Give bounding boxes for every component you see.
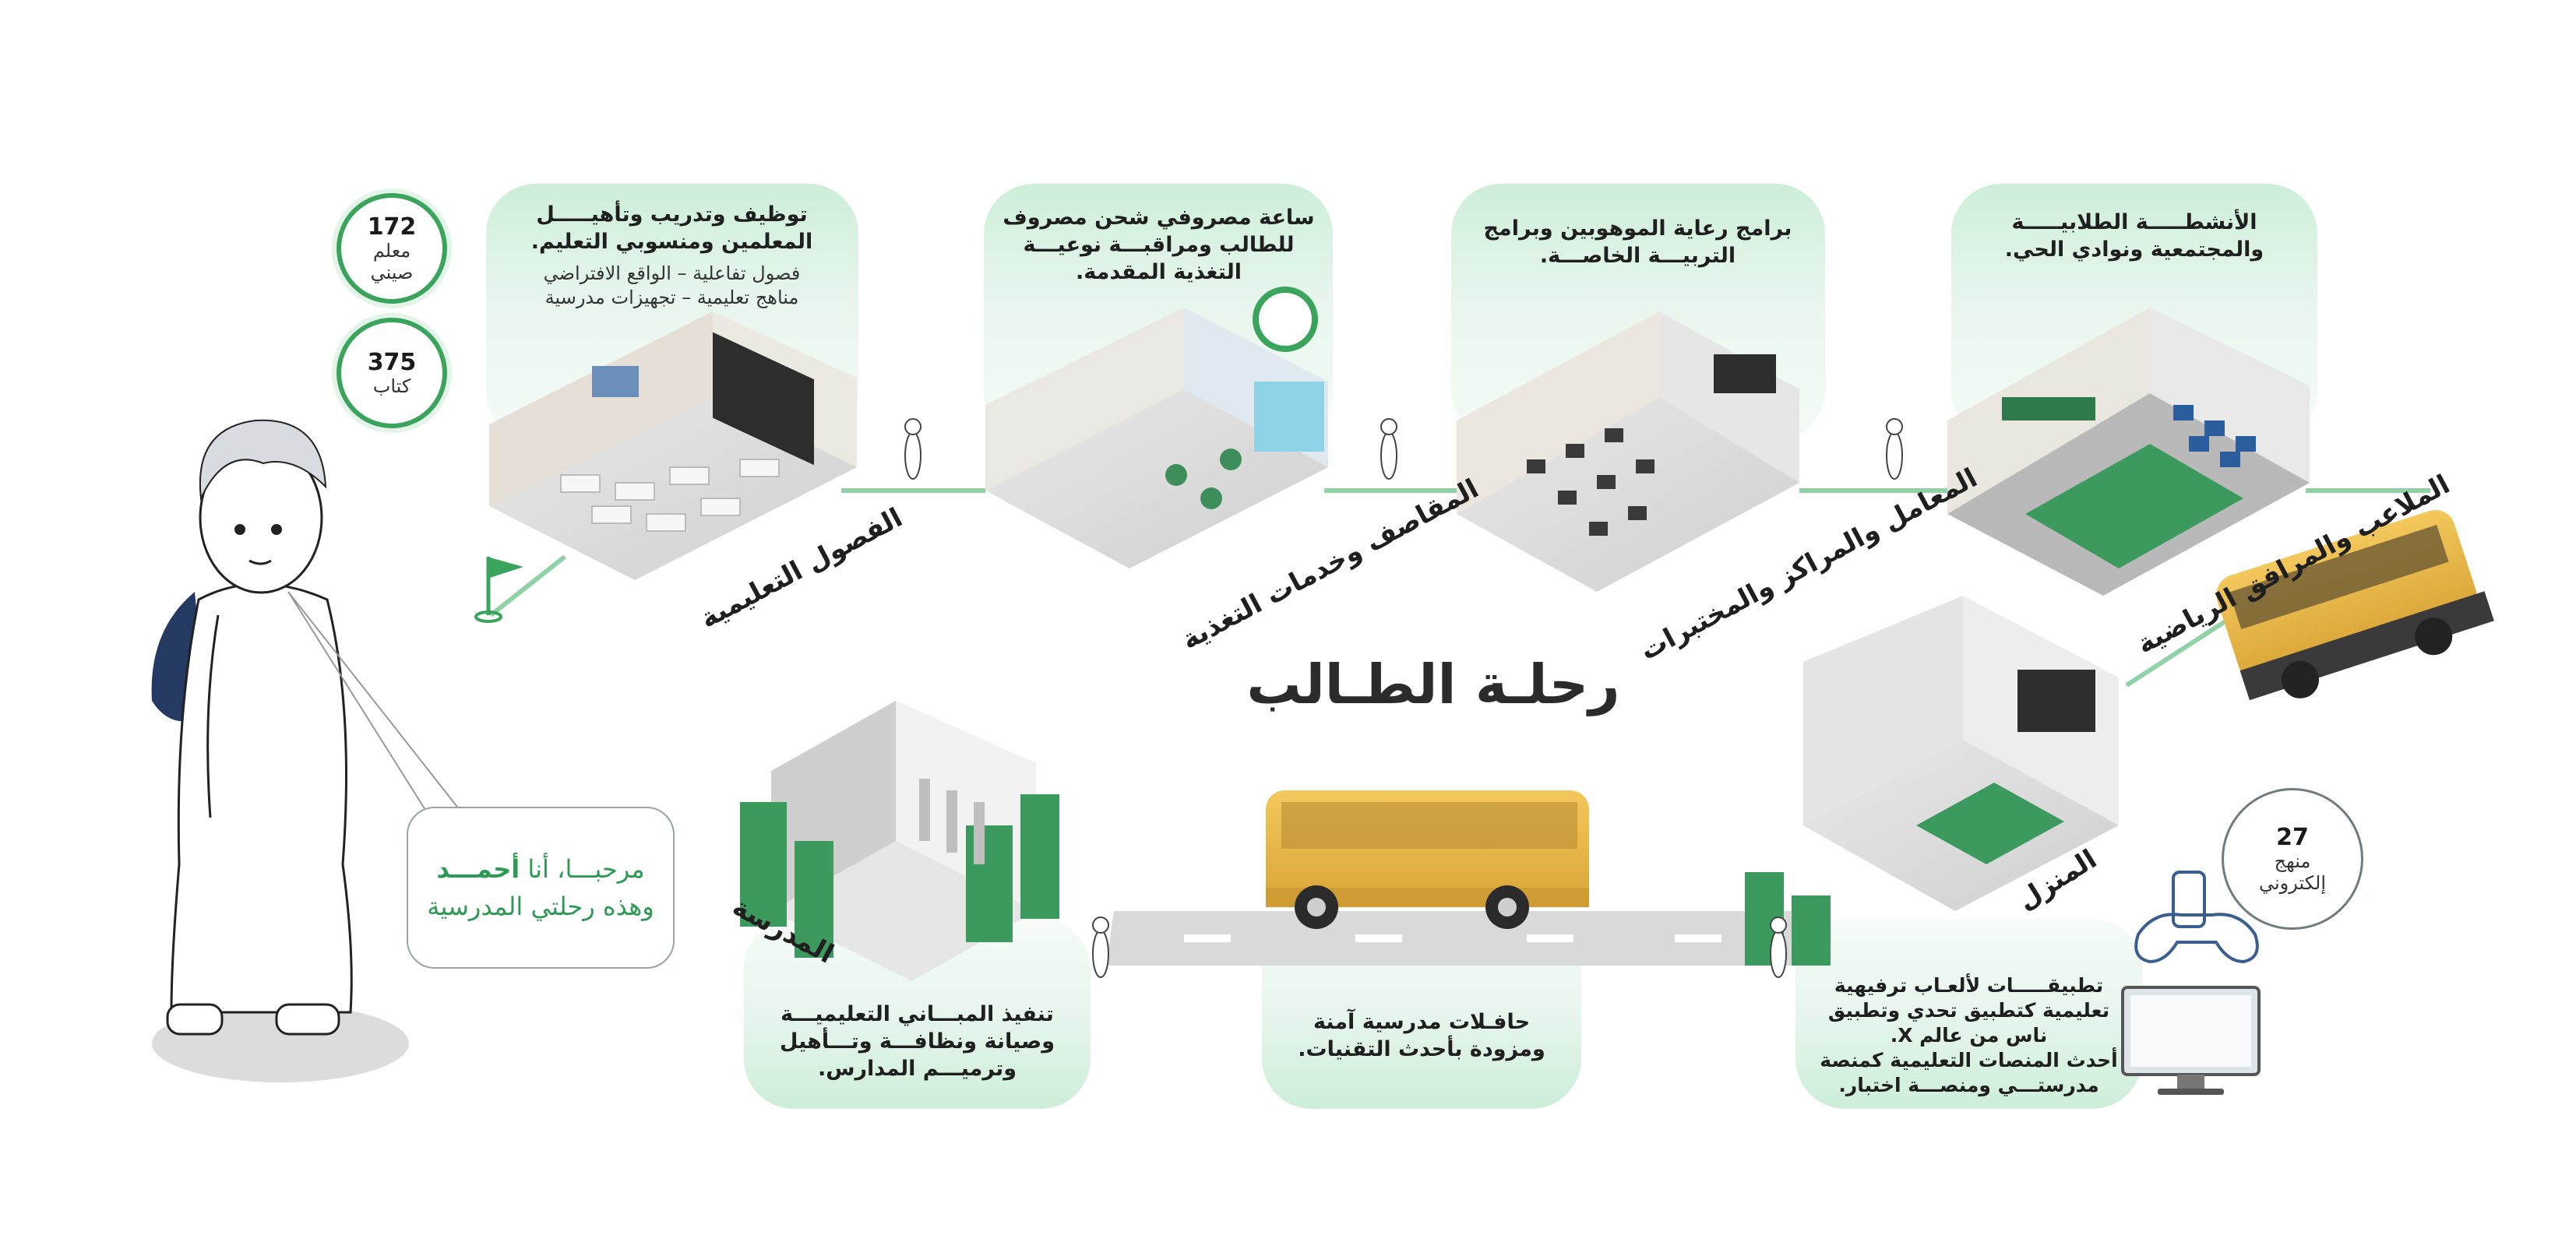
stat-label: منهج — [2274, 850, 2311, 872]
home-text-line: تعليمية كتطبيق تحدي وتطبيق — [1827, 999, 2110, 1022]
stat-label: صيني — [370, 261, 414, 283]
school-text-line: تنفيذ المبـــاني التعليميـــة — [781, 1002, 1054, 1026]
greeting-name: أحمـــد — [436, 854, 520, 884]
stat-teachers: 172 معلم صيني — [337, 193, 447, 304]
stat-number: 27 — [2276, 823, 2309, 851]
sports-text: الأنشطـــــة الطلابيـــــة والمجتمعية ون… — [1963, 209, 2306, 263]
home-text: تطبيقـــــات لألعـاب ترفيهية تعليمية كتط… — [1803, 973, 2134, 1098]
labs-text: برامج رعاية الموهوبين وبرامج التربيـــة … — [1464, 215, 1811, 269]
home-text-line: مدرستـــي ومنصـــة اختبار. — [1838, 1074, 2099, 1096]
school-text-line: وصيانة ونظافـــة وتـــأهيل — [779, 1029, 1055, 1054]
card-home — [1795, 919, 2142, 1109]
cafeteria-text-line: ساعة مصروفي شحن مصروف — [1003, 206, 1315, 230]
speech-bubble: مرحبـــا، أنا أحمـــد وهذه رحلتي المدرسي… — [407, 807, 675, 969]
cafeteria-text: ساعة مصروفي شحن مصروف للطالب ومراقبـــة … — [997, 204, 1320, 286]
sports-text-line: الأنشطـــــة الطلابيـــــة — [2011, 210, 2257, 234]
stat-label: إلكتروني — [2259, 871, 2326, 894]
stat-number: 172 — [367, 213, 417, 241]
home-text-line: تطبيقـــــات لألعـاب ترفيهية — [1834, 974, 2104, 997]
labs-text-line: برامج رعاية الموهوبين وبرامج — [1483, 216, 1792, 241]
cafeteria-text-line: للطالب ومراقبـــة نوعيـــة — [1023, 233, 1295, 258]
school-text-line: وترميـــم المدارس. — [817, 1057, 1017, 1082]
stat-curricula: 27 منهج إلكتروني — [2222, 788, 2363, 930]
classrooms-subtext-line: مناهج تعليمية – تجهيزات مدرسية — [544, 287, 799, 309]
greeting-line-1: مرحبـــا، أنا أحمـــد — [408, 850, 673, 888]
stat-books: 375 كتاب — [337, 318, 447, 428]
bus-text-line: ومزودة بأحدث التقنيات. — [1298, 1037, 1545, 1062]
sports-text-line: والمجتمعية ونوادي الحي. — [2004, 237, 2264, 262]
stat-label: معلم — [372, 239, 411, 262]
greeting-prefix: مرحبـــا، أنا — [527, 854, 645, 884]
classrooms-text: توظيف وتدريب وتأهيـــــل المعلمين ومنسوب… — [499, 201, 845, 311]
stat-number: 375 — [367, 348, 417, 376]
classrooms-subtext-line: فصول تفاعلية – الواقع الافتراضي — [543, 262, 801, 285]
stat-label: كتاب — [372, 375, 411, 397]
labs-text-line: التربيـــة الخاصـــة. — [1539, 244, 1736, 269]
bus-text-line: حافـلات مدرسية آمنة — [1313, 1010, 1531, 1034]
school-text: تنفيذ المبـــاني التعليميـــة وصيانة ونظ… — [752, 1001, 1083, 1082]
greeting-line-2: وهذه رحلتي المدرسية — [427, 892, 654, 921]
page-title: رحلـة الطـالب — [1246, 653, 1620, 716]
classrooms-text-line: توظيف وتدريب وتأهيـــــل — [536, 202, 808, 227]
home-text-line: ناس من عالم X. — [1890, 1024, 2048, 1047]
bus-text: حافـلات مدرسية آمنة ومزودة بأحدث التقنيا… — [1270, 1008, 1573, 1063]
home-text-line: أحدث المنصات التعليمية كمنصة — [1820, 1049, 2118, 1071]
classrooms-text-line: المعلمين ومنسوبي التعليم. — [530, 230, 813, 255]
cafeteria-text-line: التغذية المقدمة. — [1075, 260, 1242, 285]
